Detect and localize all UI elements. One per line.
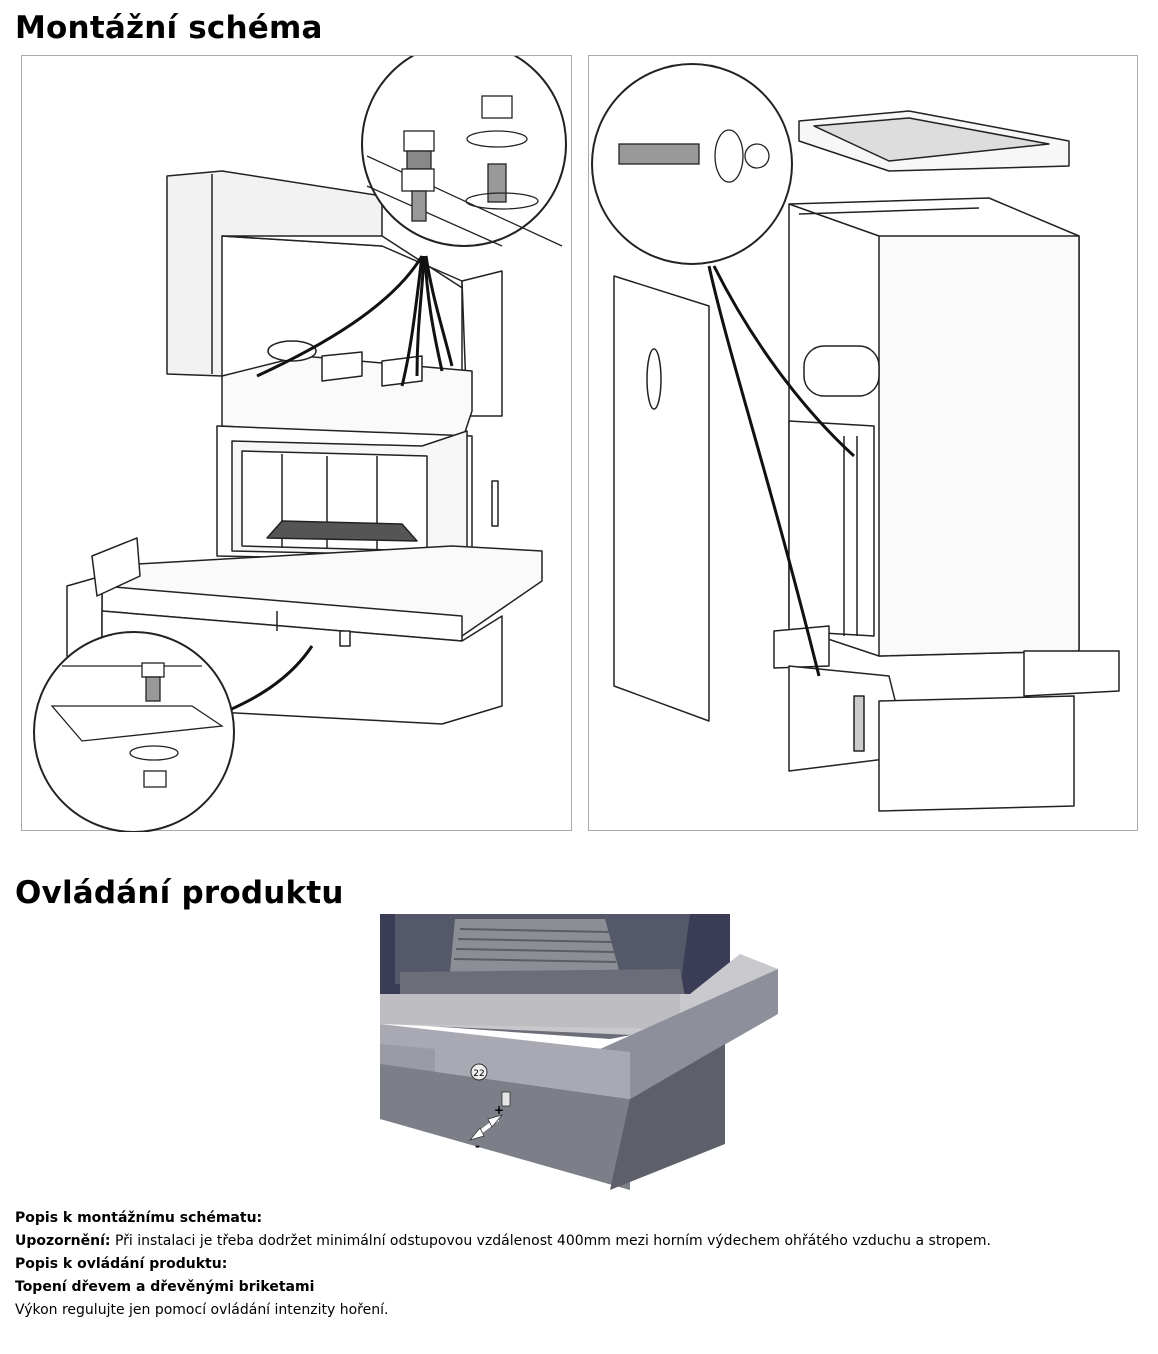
draft-control-lever[interactable]: [501, 1091, 511, 1107]
control-heading: Ovládání produktu: [15, 875, 344, 911]
cladding-drawing: [591, 63, 1120, 812]
wood-heating-title: Topení dřevem a dřevěnými briketami: [15, 1279, 315, 1295]
control-plus-label: +: [494, 1103, 504, 1117]
warning-text: Při instalaci je třeba dodržet minimální…: [110, 1233, 991, 1249]
control-illustration: 22 + -: [380, 914, 778, 1190]
control-description-title: Popis k ovládání produktu:: [15, 1256, 228, 1272]
warning-label: Upozornění:: [15, 1233, 111, 1249]
wood-heating-text: Výkon regulujte jen pomocí ovládání inte…: [15, 1302, 389, 1318]
fireplace-insert-drawing: [33, 56, 567, 832]
assembly-heading: Montážní schéma: [15, 10, 323, 46]
control-marker-label: 22: [473, 1069, 484, 1079]
assembly-description-title: Popis k montážnímu schématu:: [15, 1210, 263, 1226]
assembly-diagram-left: [21, 55, 572, 832]
warning-paragraph: Upozornění: Při instalaci je třeba dodrž…: [15, 1232, 991, 1250]
assembly-diagram-right: [588, 55, 1138, 831]
control-minus-label: -: [475, 1139, 480, 1153]
